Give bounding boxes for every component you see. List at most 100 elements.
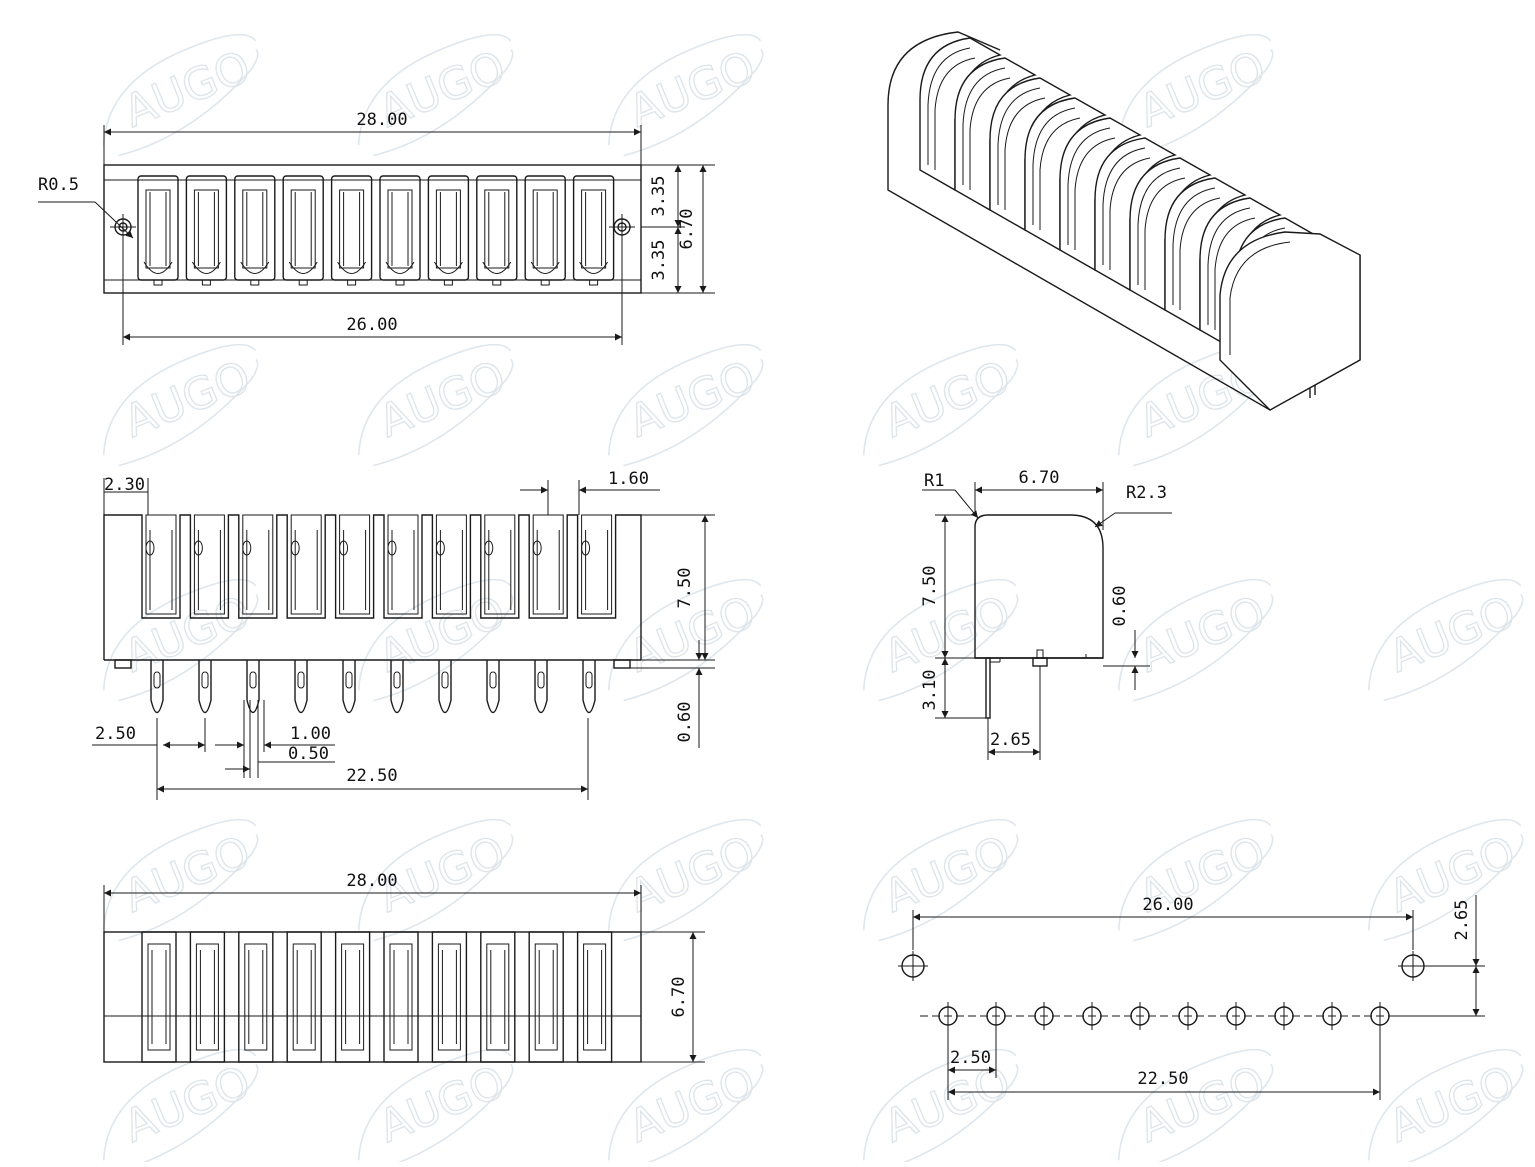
top-contact-curve bbox=[240, 261, 270, 274]
watermark-swoosh-bottom bbox=[623, 833, 764, 942]
watermark-logo: AUGO bbox=[102, 343, 259, 467]
top-contact-tab bbox=[298, 279, 308, 286]
top-contact-curve bbox=[385, 261, 415, 274]
top-radius-label: R0.5 bbox=[38, 175, 79, 195]
top-slot-inner bbox=[484, 189, 510, 269]
top-slot bbox=[282, 175, 324, 281]
watermark-swoosh-bottom bbox=[118, 1063, 259, 1167]
side-depth-label: 6.70 bbox=[1019, 468, 1060, 488]
front-pin-width-label: 1.00 bbox=[290, 724, 331, 744]
front-pin bbox=[198, 660, 212, 714]
front-pin bbox=[438, 660, 452, 714]
top-contact-curve bbox=[579, 261, 609, 274]
watermark-swoosh-top bbox=[102, 578, 257, 691]
bottom-slot-inner bbox=[292, 943, 316, 1051]
top-contact-slots bbox=[137, 175, 615, 286]
top-contact-tab bbox=[201, 279, 211, 286]
watermark-text: AUGO bbox=[1132, 41, 1273, 137]
watermark-text: AUGO bbox=[117, 586, 258, 682]
top-contact-tab bbox=[347, 279, 357, 286]
top-contact-tab bbox=[492, 279, 502, 286]
watermark-swoosh-bottom bbox=[623, 358, 764, 467]
watermark-logo: AUGO bbox=[1367, 578, 1524, 702]
watermark-text: AUGO bbox=[877, 1056, 1018, 1152]
front-pin-thickness-label: 0.50 bbox=[288, 744, 329, 764]
iso-fin-contact bbox=[1109, 157, 1151, 270]
top-slot bbox=[137, 175, 179, 281]
watermark-layer: AUGO AUGO AUGO AUGO AUGO AUGO AUGO AUGO AUGO AUGO… bbox=[102, 33, 1524, 1167]
watermark-text: AUGO bbox=[372, 351, 513, 447]
watermark-swoosh-top bbox=[1367, 1048, 1522, 1161]
top-slot-inner bbox=[339, 189, 365, 269]
bottom-slot-inner bbox=[437, 943, 461, 1051]
front-height-label: 7.50 bbox=[675, 568, 695, 609]
watermark-text: AUGO bbox=[622, 351, 763, 447]
iso-contact-fins bbox=[919, 37, 1361, 411]
front-pin bbox=[390, 660, 404, 714]
watermark-swoosh-top bbox=[357, 578, 512, 691]
watermark-swoosh-bottom bbox=[878, 358, 1019, 467]
front-pin bbox=[582, 660, 596, 714]
isometric-view bbox=[887, 31, 1361, 411]
front-pin-slot bbox=[345, 671, 353, 689]
top-contact-curve bbox=[337, 261, 367, 274]
front-pin-slot bbox=[585, 671, 593, 689]
watermark-logo: AUGO bbox=[607, 33, 764, 157]
watermark-logo: AUGO bbox=[102, 33, 259, 157]
side-radius-large-label: R2.3 bbox=[1126, 483, 1167, 503]
top-contact-curve bbox=[433, 261, 463, 274]
top-half-height-top-label: 3.35 bbox=[649, 176, 669, 217]
front-contact-bump bbox=[339, 540, 349, 556]
front-slot-inner bbox=[290, 514, 322, 615]
pcb-pitch-label: 2.50 bbox=[950, 1048, 991, 1068]
watermark-swoosh-top bbox=[1367, 578, 1522, 691]
front-contact-bump bbox=[145, 540, 155, 556]
top-contact-tab bbox=[443, 279, 453, 286]
watermark-logo: AUGO bbox=[607, 343, 764, 467]
iso-fin-contact bbox=[969, 77, 1011, 190]
watermark-text: AUGO bbox=[372, 586, 513, 682]
bottom-slot-inner bbox=[341, 943, 365, 1051]
pcb-pin-span-label: 22.50 bbox=[1137, 1069, 1188, 1089]
watermark-swoosh-top bbox=[862, 818, 1017, 931]
top-contact-curve bbox=[288, 261, 318, 274]
watermark-text: AUGO bbox=[877, 351, 1018, 447]
watermark-logo: AUGO bbox=[607, 1048, 764, 1167]
top-slot bbox=[524, 175, 566, 281]
side-view: 6.70 R1 R2.3 7.50 3.10 0.60 2.65 bbox=[920, 468, 1172, 760]
watermark-swoosh-top bbox=[102, 818, 257, 931]
watermark-swoosh-top bbox=[862, 578, 1017, 691]
bottom-slot bbox=[141, 931, 177, 1063]
front-pin-slot bbox=[441, 671, 449, 689]
top-contact-tab bbox=[153, 279, 163, 286]
front-contact-bump bbox=[387, 540, 397, 556]
watermark-swoosh-top bbox=[1367, 818, 1522, 931]
top-mount-pitch-label: 26.00 bbox=[346, 315, 397, 335]
iso-fin-contact bbox=[1137, 167, 1181, 285]
watermark-swoosh-top bbox=[1117, 818, 1272, 931]
bottom-slot bbox=[286, 931, 322, 1063]
pcb-layout-view: 26.00 2.65 2.50 22.50 bbox=[898, 895, 1485, 1100]
front-slot-inner bbox=[484, 514, 516, 615]
watermark-logo: AUGO bbox=[357, 33, 514, 157]
watermark-logo: AUGO bbox=[357, 343, 514, 467]
top-contact-curve bbox=[191, 261, 221, 274]
watermark-swoosh-top bbox=[357, 33, 512, 146]
bottom-contact-slots bbox=[104, 931, 641, 1063]
watermark-swoosh-top bbox=[357, 818, 512, 931]
iso-fin-contact bbox=[962, 67, 1006, 185]
watermark-swoosh-top bbox=[102, 33, 257, 146]
watermark-swoosh-bottom bbox=[878, 593, 1019, 702]
watermark-text: AUGO bbox=[1382, 586, 1523, 682]
top-contact-curve bbox=[143, 261, 173, 274]
watermark-swoosh-top bbox=[607, 33, 762, 146]
side-radius-small-label: R1 bbox=[924, 471, 944, 491]
watermark-swoosh-top bbox=[1117, 578, 1272, 691]
watermark-text: AUGO bbox=[372, 1056, 513, 1152]
watermark-swoosh-top bbox=[607, 343, 762, 456]
watermark-swoosh-bottom bbox=[1383, 593, 1524, 702]
watermark-swoosh-top bbox=[102, 343, 257, 456]
iso-fin-contact bbox=[1144, 177, 1186, 290]
top-contact-curve bbox=[530, 261, 560, 274]
